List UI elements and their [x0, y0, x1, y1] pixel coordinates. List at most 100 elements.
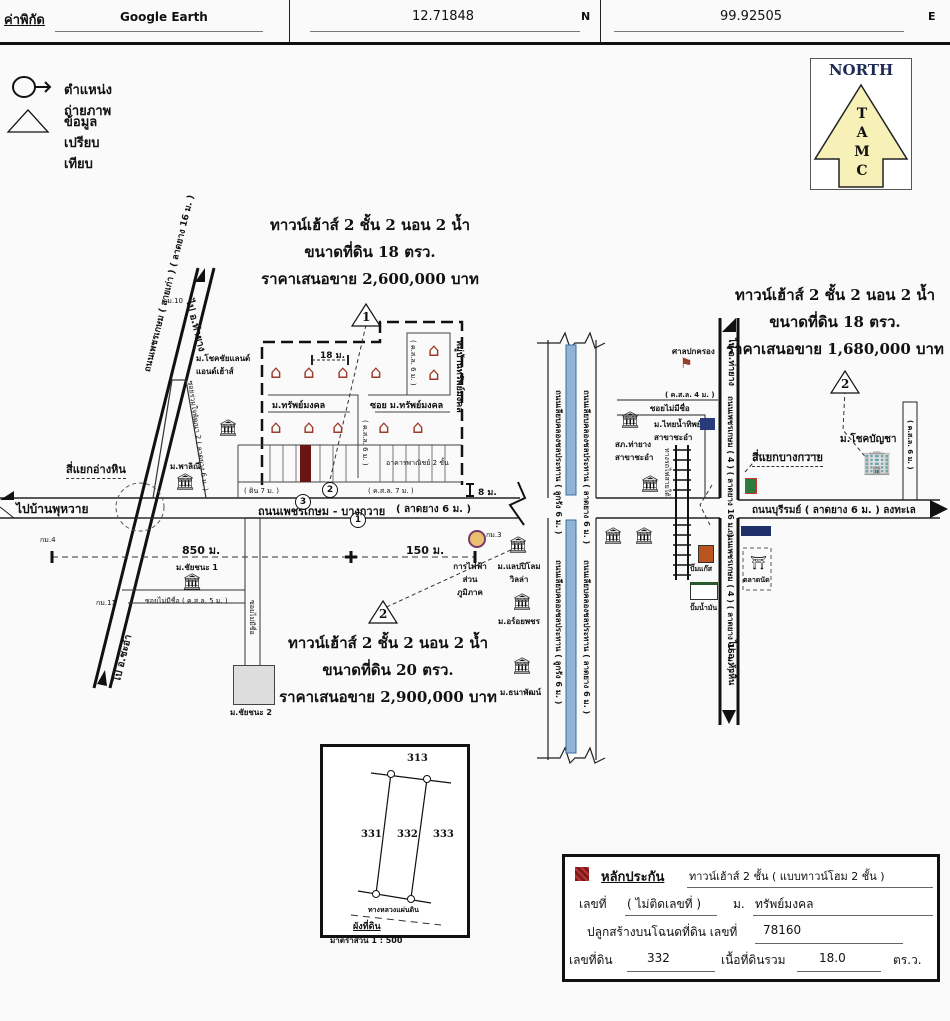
- road-east-label: ถนนบุรีรมย์ ( ลาดยาง 6 ม. ) ลงทะเล: [752, 505, 916, 516]
- canal-water: [565, 519, 577, 754]
- collateral-swatch-icon: [575, 867, 589, 881]
- water-company-icon: [700, 418, 715, 430]
- gas-station-label: ปั๊มแก๊ส: [690, 565, 713, 573]
- collateral-type: ทาวน์เฮ้าส์ 2 ชั้น ( แบบทาวน์โฮม 2 ชั้น …: [689, 870, 885, 883]
- underline: [614, 31, 904, 32]
- village-chai1-label: ม.ชัยชนะ 1: [176, 563, 218, 572]
- comparable-1-marker[interactable]: 1: [350, 302, 382, 331]
- house-icon: ⌂: [378, 417, 390, 438]
- soi-ruamjai: [152, 379, 207, 499]
- canal-water: [565, 344, 577, 496]
- comparable-2-area: ขนาดที่ดิน 18 ตรว.: [769, 313, 901, 331]
- electric-logo-icon: [468, 530, 486, 548]
- canal-roads: [537, 331, 606, 765]
- thai-water-label: ม.ไทยน้ำทิพย์ สาขาชะอำ: [654, 420, 702, 442]
- comparable-2-price: ราคาเสนอขาย 1,680,000 บาท: [726, 340, 944, 358]
- building-icon: 🏛: [640, 474, 661, 493]
- road-end-arrow-west: [0, 491, 14, 500]
- canal-road-west-label: ถนนเลียบคลองชลประทาน ( ลูกรัง 6 ม. ): [554, 390, 563, 535]
- coordinate-header: ค่าพิกัด Google Earth 12.71848 N 99.9250…: [0, 0, 950, 45]
- km4-label: กม.4: [40, 536, 56, 544]
- boundary-pin-icon: [407, 895, 415, 903]
- arrow-icon: [35, 81, 52, 93]
- village-main-label: ม.ทรัพย์มงคล: [272, 401, 326, 411]
- soi-no-name-label: ซอยไม่มีชื่อ ( ค.ส.ล. 5 ม. ): [145, 597, 228, 605]
- east-highway-label-south: ถนนเพชรเกษม ( 4 ) ( ลาดยาง 16 ม. ): [726, 530, 735, 672]
- market-label: ตลาดนัด: [743, 576, 770, 584]
- junction-circle-west: [115, 482, 165, 532]
- tamc-letter: A: [856, 125, 868, 141]
- building-icon: 🏛: [175, 472, 196, 491]
- comparable-2-type: ทาวน์เฮ้าส์ 2 ชั้น 2 นอน 2 น้ำ: [734, 286, 936, 304]
- building-icon: 🏛: [512, 656, 533, 675]
- building-icon: 🏛: [182, 572, 203, 591]
- underline: [310, 31, 580, 32]
- village-boundary: [260, 320, 464, 485]
- comparable-3-number: 2: [379, 607, 388, 621]
- comparable-3-marker[interactable]: 2: [367, 599, 399, 628]
- boundary-pin-icon: [387, 770, 395, 778]
- village-label: ม.: [733, 897, 745, 911]
- latitude-unit: N: [581, 10, 591, 23]
- shophouse-label: อาคารพาณิชย์ 2 ชั้น: [386, 459, 449, 467]
- house-icon: ⌂: [412, 417, 424, 438]
- house-icon: ⌂: [332, 417, 344, 438]
- width-8m-label: 8 ม.: [478, 488, 497, 498]
- house-icon: ⌂: [337, 362, 349, 383]
- convenience-store-icon: [745, 478, 757, 494]
- to-hua-hin-label: ไป อ.หัวหิน: [726, 640, 736, 686]
- railway: [675, 445, 689, 580]
- petrol-station-icon: [690, 582, 718, 600]
- flag-building-icon: ⚑: [680, 356, 693, 372]
- area-label: เนื้อที่ดินรวม: [721, 953, 786, 967]
- house-icon: ⌂: [303, 417, 315, 438]
- east-highway-label: ถนนเพชรเกษม ( 4 ) ( ลาดยาง 16 ม. ): [726, 396, 735, 538]
- photo-point-3[interactable]: 3: [295, 494, 311, 510]
- village-chokchai-label: ม.โชคชัยแลนด์ แอนด์เฮ้าส์: [196, 354, 251, 376]
- collateral-title: หลักประกัน: [601, 870, 665, 885]
- photo-point-2[interactable]: 2: [322, 482, 338, 498]
- comparison-triangle-icon: [6, 109, 50, 133]
- house-icon: ⌂: [370, 362, 382, 383]
- main-road-surface-label: ( ลาดยาง 6 ม. ): [396, 504, 472, 515]
- north-arrow-icon: [813, 83, 909, 188]
- divider: [600, 0, 601, 42]
- parcel-332: 332: [397, 829, 418, 840]
- building-icon: 🏛: [218, 418, 239, 437]
- electric-authority-label: การไฟฟ้าส่วนภูมิภาค: [453, 562, 487, 597]
- comparable-2-marker[interactable]: 2: [829, 369, 861, 398]
- distance-150-label: 150 ม.: [406, 544, 445, 557]
- photo-point-1[interactable]: 1: [350, 512, 366, 528]
- village-orapa-label: ม.อร์อยพชร: [498, 617, 540, 626]
- junction-west-label: สี่แยกอ่างหิน: [66, 460, 126, 479]
- diagonal-highway: [92, 267, 216, 689]
- to-tha-yang-east-label: ไป อ.ท่ายาง: [726, 338, 736, 386]
- deed-value: 78160: [763, 923, 802, 937]
- longitude-unit: E: [928, 10, 936, 23]
- gas-station-icon: [698, 545, 714, 563]
- plot-plan-title: ผังที่ดิน: [353, 922, 381, 932]
- distance-850-label: 850 ม.: [182, 544, 221, 557]
- canal-road-east-label: ถนนเลียบคลองชลประทาน ( ลาดยาง 6 ม. ): [582, 390, 591, 545]
- tamc-letter: M: [854, 144, 870, 160]
- parcel-333: 333: [433, 829, 454, 840]
- parcel-331: 331: [361, 829, 382, 840]
- village-chai2-label: ม.ชัยชนะ 2: [230, 708, 272, 717]
- kssl-4-label: ( ค.ส.ล. 4 ม. ): [665, 391, 715, 399]
- house-no-value: ( ไม่ติดเลขที่ ): [627, 897, 702, 911]
- police-station-icon: 🏛: [620, 410, 641, 429]
- soi-chokbancha-label: ( ค.ส.ล. 6 ม. ): [906, 420, 914, 470]
- km10-label: กม.10: [163, 297, 183, 305]
- to-ban-phu-wai-label: ไปบ้านพุหวาย: [16, 502, 89, 516]
- east-highway: [718, 318, 740, 725]
- soi-no-name-east-label: ซอยไม่มีชื่อ: [650, 404, 690, 413]
- divider: [289, 0, 290, 42]
- market-icon: ⛩: [750, 556, 767, 571]
- subject-property: [300, 445, 311, 482]
- km11-label: กม.11: [96, 599, 116, 607]
- tamc-letter: C: [856, 163, 868, 179]
- house-no-label: เลขที่: [579, 897, 607, 911]
- building-icon: 🏛: [603, 526, 624, 545]
- collateral-info-box: หลักประกัน ทาวน์เฮ้าส์ 2 ชั้น ( แบบทาวน์…: [562, 854, 940, 982]
- comparable-2-number: 2: [841, 377, 850, 391]
